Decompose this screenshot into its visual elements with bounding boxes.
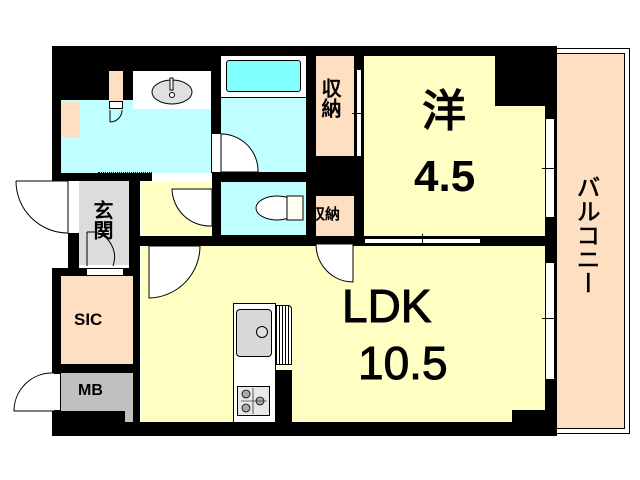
entrance-shoe-cabinet-swing-icon [86,231,116,267]
mb-label: MB [78,382,103,399]
entrance-label: 玄関 [90,200,114,240]
storage-lower-door-swing-icon [315,243,354,283]
entrance-wall-right [129,181,140,271]
washroom-floor [61,100,211,173]
toilet-icon [255,195,304,221]
western-room-floor [364,56,495,236]
sink-drain-icon [256,326,268,338]
balcony-floor [557,53,625,429]
hallway-door-swing-icon [171,188,213,227]
stove-burners-icon [241,388,267,414]
ldk-name: LDK [341,280,432,332]
washroom-cabinet-door [109,101,123,109]
washroom-door-opening [152,173,212,181]
storage-upper [316,56,354,156]
bathroom-door-swing-icon [212,133,259,173]
western-room-size: 4.5 [414,152,476,201]
kitchen-wall-segment [276,370,292,422]
entrance-door-swing-icon [15,180,69,234]
ldk-window [545,262,555,380]
sic-label: SIC [74,310,103,329]
storage-upper-door-tick [352,113,366,114]
washroom-shelf-small [109,71,123,101]
mb-space [61,373,133,411]
storage-lower-label: 収納 [310,205,341,223]
mb-space-ext [125,405,133,422]
storage-upper-label: 収納 [318,78,342,118]
entrance-door-frame [68,181,77,233]
mb-door-swing-icon [13,372,54,412]
mb-door-frame [53,373,61,411]
wall-divider-ldk [140,236,557,246]
western-room-floor-ext [495,106,545,236]
balcony-label: バルコニー [572,175,601,296]
outer-wall-bottom [52,422,557,436]
kitchen-fridge-space [276,305,292,365]
storage-lower [316,196,354,236]
ldk-size: 10.5 [358,337,449,389]
western-room-door-tick [422,234,423,248]
entrance-step [86,268,124,276]
balcony-outline [555,48,630,434]
washroom-partition-dotted [98,172,152,174]
washroom-shelf-left [61,102,80,137]
washbasin-icon [151,77,193,105]
sic-closet [61,276,133,364]
entrance-wall-left [68,233,79,273]
washroom-cabinet-door-swing-icon [109,109,123,123]
ldk-window-tick [542,318,558,319]
western-room-window-tick [542,168,558,169]
ldk-corner-wall [512,410,545,422]
wall-corner-ne [495,46,557,106]
western-room-name: 洋 [422,86,466,137]
ldk-door-swing-icon [148,245,201,299]
bathtub-basin [226,60,301,92]
